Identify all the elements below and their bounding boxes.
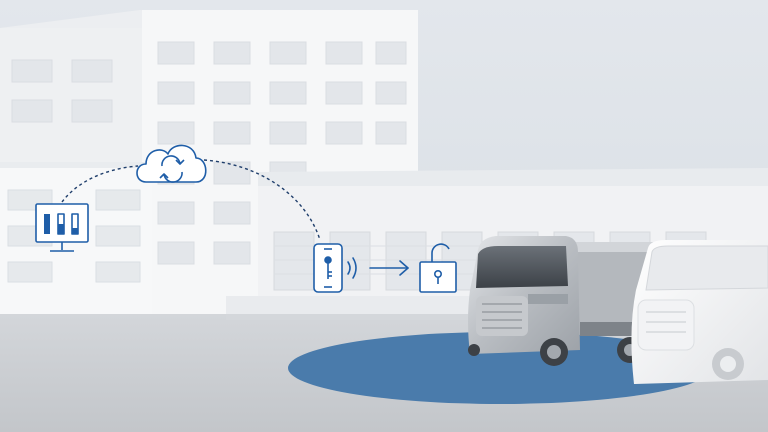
building-windows: [11, 41, 407, 265]
unlocked-padlock-icon: [419, 243, 457, 293]
arrow-right-icon: [369, 260, 409, 276]
vehicle-spotlight: [288, 332, 712, 404]
monitor-icon: [35, 203, 89, 252]
wireless-signal-icon: [347, 257, 357, 279]
monitor-cloud-link: [61, 165, 139, 203]
white-truck-wheels: [712, 348, 744, 380]
connection-lines: [61, 159, 321, 241]
loading-platform: [226, 296, 546, 320]
white-truck: [631, 240, 768, 384]
cloud-phone-link: [203, 159, 321, 241]
cloud-sync-icon: [136, 144, 207, 183]
smartphone-key-icon: [313, 243, 343, 293]
